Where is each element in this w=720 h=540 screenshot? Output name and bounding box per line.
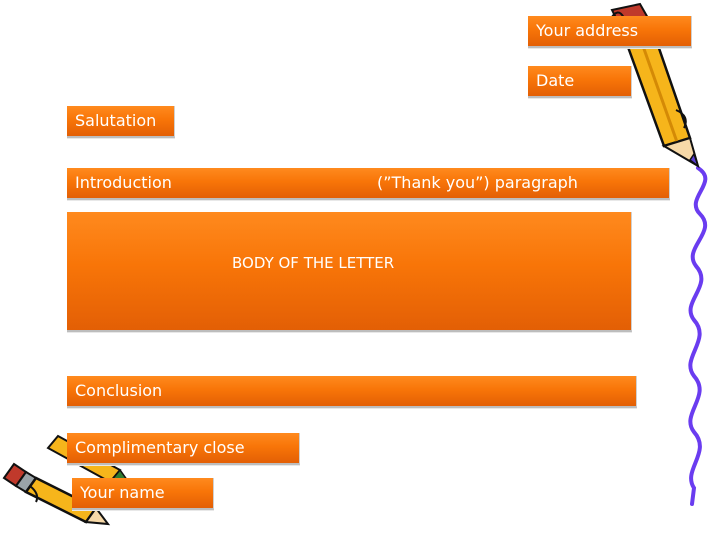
introduction-box: Introduction (”Thank you”) paragraph (67, 168, 670, 200)
date-box: Date (528, 66, 632, 98)
your-address-box: Your address (528, 16, 692, 48)
body-label: BODY OF THE LETTER (232, 256, 394, 271)
date-label: Date (536, 73, 574, 89)
your-name-box: Your name (72, 478, 214, 510)
salutation-label: Salutation (75, 113, 156, 129)
conclusion-box: Conclusion (67, 376, 637, 408)
complimentary-close-box: Complimentary close (67, 433, 300, 465)
salutation-box: Salutation (67, 106, 175, 138)
your-name-label: Your name (80, 485, 165, 501)
complimentary-close-label: Complimentary close (75, 440, 245, 456)
conclusion-label: Conclusion (75, 383, 162, 399)
thank-you-paragraph-label: (”Thank you”) paragraph (377, 175, 578, 191)
your-address-label: Your address (536, 23, 638, 39)
introduction-label: Introduction (75, 175, 172, 191)
body-box: BODY OF THE LETTER (67, 212, 632, 332)
